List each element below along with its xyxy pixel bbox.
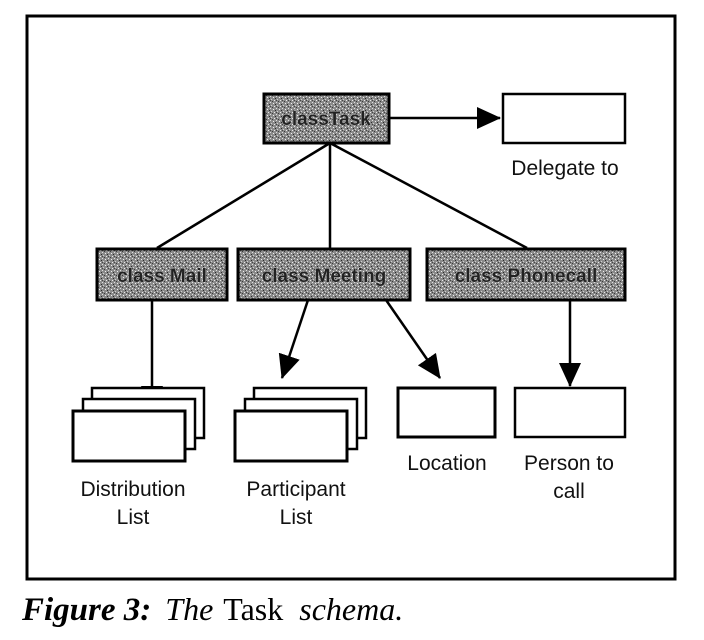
delegate-label: Delegate to bbox=[511, 157, 618, 180]
participant-list-node: Participant List bbox=[233, 386, 368, 529]
class-meeting-label: class Meeting bbox=[262, 266, 387, 287]
location-node: Location bbox=[396, 386, 497, 475]
edge-task-phonecall bbox=[329, 141, 528, 250]
location-label: Location bbox=[407, 452, 486, 475]
caption-figure-number: Figure 3: bbox=[21, 592, 151, 628]
participant-label-line2: List bbox=[280, 506, 313, 529]
class-phonecall-node: class Phonecall bbox=[425, 247, 627, 302]
participant-label-line1: Participant bbox=[246, 478, 345, 501]
caption-schema: schema. bbox=[299, 591, 403, 627]
class-mail-node: class Mail bbox=[95, 247, 229, 302]
distribution-label-line2: List bbox=[117, 506, 150, 529]
edge-task-mail bbox=[156, 141, 331, 250]
figure-frame bbox=[25, 14, 677, 581]
class-task-node: classTask bbox=[262, 92, 391, 145]
distribution-list-node: Distribution List bbox=[71, 386, 206, 529]
caption-task: Task bbox=[223, 591, 283, 627]
class-meeting-node: class Meeting bbox=[236, 247, 412, 302]
class-task-label: classTask bbox=[281, 109, 371, 130]
person-label-line2: call bbox=[553, 480, 585, 503]
edge-meeting-location bbox=[384, 299, 442, 379]
distribution-label-line1: Distribution bbox=[80, 478, 185, 501]
class-mail-label: class Mail bbox=[117, 266, 207, 287]
class-phonecall-label: class Phonecall bbox=[455, 266, 598, 287]
figure-caption: Figure 3: The Task schema. bbox=[21, 591, 403, 628]
person-label-line1: Person to bbox=[524, 452, 614, 475]
delegate-node: Delegate to bbox=[501, 92, 627, 180]
person-to-call-node: Person to call bbox=[513, 386, 627, 503]
edge-meeting-participant bbox=[278, 299, 310, 379]
caption-the: The bbox=[165, 591, 213, 627]
